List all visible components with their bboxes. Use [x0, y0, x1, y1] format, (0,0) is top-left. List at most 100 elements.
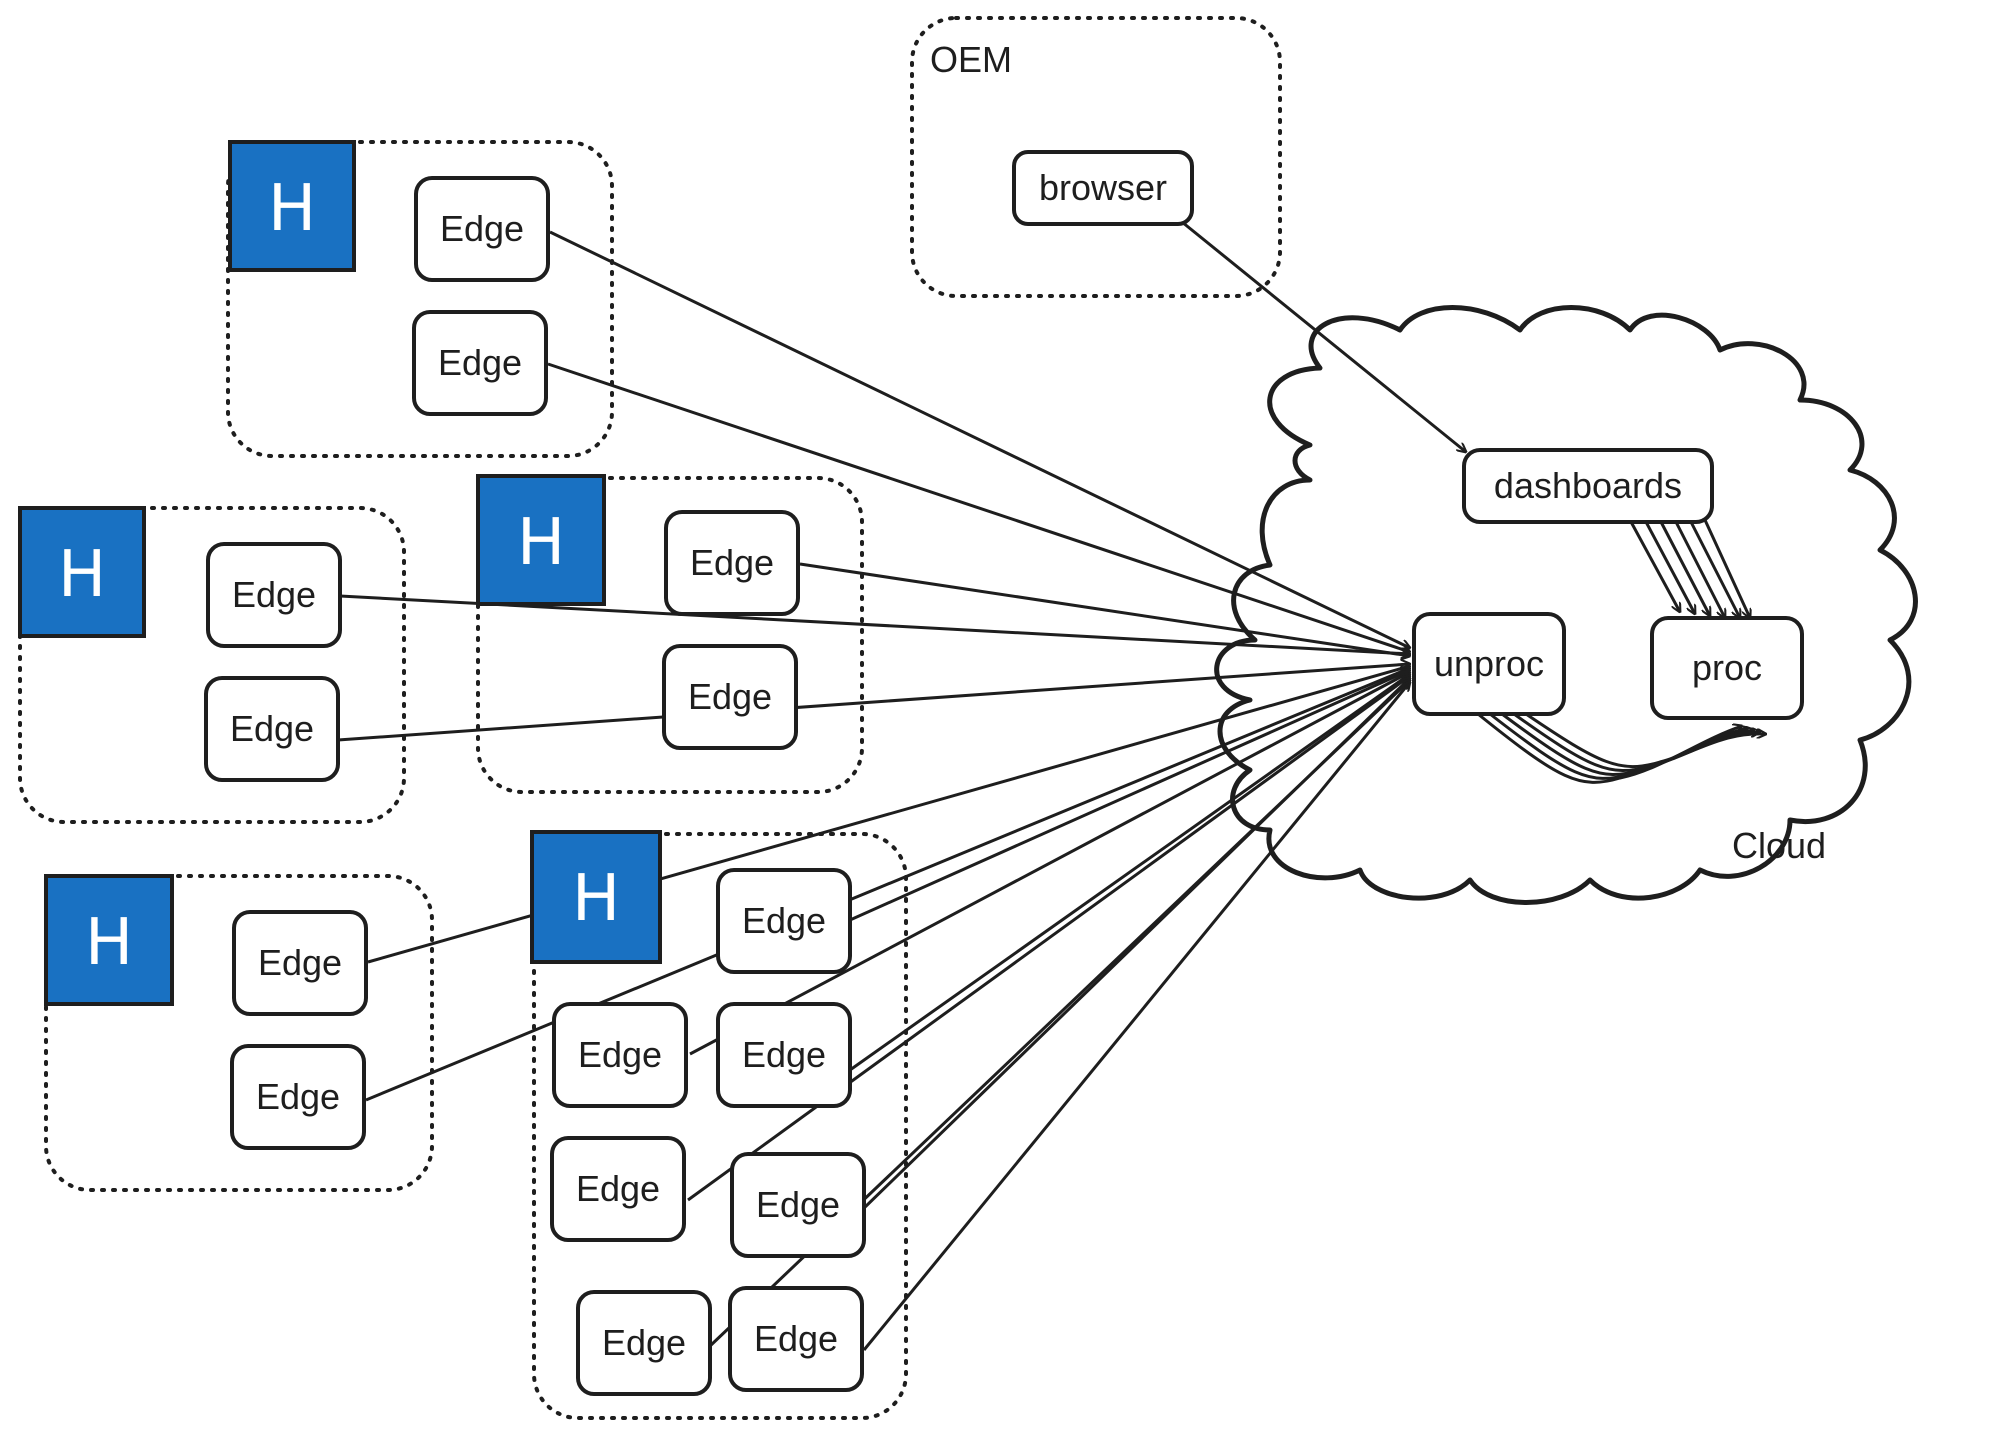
unproc-node[interactable]: unproc — [1412, 612, 1566, 716]
host-group-3: H Edge Edge — [476, 474, 800, 750]
host-marker-box — [44, 874, 174, 1006]
connection-line — [1525, 712, 1766, 769]
edge-node[interactable]: Edge — [716, 1002, 852, 1108]
host-marker-box — [476, 474, 606, 606]
cloud-shape — [1214, 305, 1918, 905]
edge-box — [664, 510, 800, 616]
connection-line — [849, 670, 1410, 922]
edge-label: Edge — [258, 942, 342, 983]
edge-label: Edge — [742, 1034, 826, 1075]
edge-label: Edge — [576, 1168, 660, 1209]
edge-label: Edge — [690, 542, 774, 583]
proc-label: proc — [1692, 647, 1762, 688]
unproc-to-proc-arrows — [1477, 712, 1766, 784]
host-group-5: H Edge Edge Edge Edge Edge Edge Edge — [530, 830, 866, 1396]
edge-box — [414, 176, 550, 282]
edge-box — [730, 1152, 866, 1258]
host-group-2: H Edge Edge — [18, 506, 342, 782]
proc-node[interactable]: proc — [1650, 616, 1804, 720]
edge-node[interactable]: Edge — [730, 1152, 866, 1258]
edge-label: Edge — [578, 1034, 662, 1075]
edge-node[interactable]: Edge — [728, 1286, 864, 1392]
cloud-label: Cloud — [1732, 825, 1826, 866]
edge-node[interactable]: Edge — [576, 1290, 712, 1396]
edge-label: Edge — [602, 1322, 686, 1363]
edge-box — [204, 676, 340, 782]
edge-box — [576, 1290, 712, 1396]
edge-node[interactable]: Edge — [664, 510, 800, 616]
browser-to-dashboards-arrow — [1181, 220, 1466, 452]
connection-line — [337, 664, 1410, 742]
browser-box — [1012, 150, 1194, 226]
edge-label: Edge — [232, 574, 316, 615]
edge-node[interactable]: Edge — [232, 910, 368, 1016]
edge-node[interactable]: Edge — [414, 176, 550, 282]
edge-node[interactable]: Edge — [550, 1136, 686, 1242]
connection-line — [689, 672, 1410, 1056]
edge-box — [716, 1002, 852, 1108]
edge-box — [230, 1044, 366, 1150]
browser-node[interactable]: browser — [1012, 150, 1194, 226]
connection-line — [365, 668, 1410, 1102]
host-group-5-border — [532, 832, 908, 1420]
edge-connections — [337, 230, 1410, 1351]
host-marker-label: H — [572, 862, 620, 936]
edge-box — [716, 868, 852, 974]
edge-label: Edge — [742, 900, 826, 941]
dashboards-box — [1462, 448, 1714, 524]
connection-line — [1643, 519, 1695, 614]
edge-node[interactable]: Edge — [230, 1044, 366, 1150]
unproc-label: unproc — [1434, 643, 1544, 684]
cloud-group: Cloud — [1214, 305, 1918, 905]
unproc-box — [1412, 612, 1566, 716]
dashboards-to-proc-arrows — [1628, 519, 1750, 618]
oem-group: OEM — [910, 16, 1282, 298]
oem-label: OEM — [930, 39, 1012, 80]
browser-label: browser — [1039, 167, 1167, 208]
edge-box — [232, 910, 368, 1016]
edge-node[interactable]: Edge — [552, 1002, 688, 1108]
dashboards-label: dashboards — [1494, 465, 1682, 506]
connection-line — [862, 682, 1410, 1351]
host-marker-label: H — [517, 506, 565, 580]
host-group-4: H Edge Edge — [44, 874, 368, 1150]
edge-label: Edge — [438, 342, 522, 383]
connection-line — [849, 674, 1410, 1072]
connection-line — [1688, 519, 1740, 618]
edge-node[interactable]: Edge — [412, 310, 548, 416]
edge-node[interactable]: Edge — [206, 542, 342, 648]
edge-box — [728, 1286, 864, 1392]
edge-label: Edge — [688, 676, 772, 717]
edge-label: Edge — [756, 1184, 840, 1225]
connection-line — [1628, 519, 1680, 612]
connection-line — [799, 562, 1410, 656]
edge-node[interactable]: Edge — [662, 644, 798, 750]
edge-box — [550, 1136, 686, 1242]
connection-line — [1673, 519, 1725, 618]
host-marker-box — [530, 830, 662, 964]
edge-label: Edge — [754, 1318, 838, 1359]
dashboards-node[interactable]: dashboards — [1462, 448, 1714, 524]
edge-label: Edge — [440, 208, 524, 249]
edge-label: Edge — [256, 1076, 340, 1117]
edge-label: Edge — [230, 708, 314, 749]
edge-box — [662, 644, 798, 750]
oem-group-border — [910, 16, 1282, 298]
connection-line — [549, 230, 1410, 648]
edge-box — [206, 542, 342, 648]
proc-box — [1650, 616, 1804, 720]
host-marker-label: H — [268, 172, 316, 246]
host-group-4-border — [44, 874, 434, 1192]
connection-line — [1703, 519, 1750, 618]
edge-box — [412, 310, 548, 416]
connection-line — [547, 362, 1410, 652]
edge-node[interactable]: Edge — [716, 868, 852, 974]
host-marker-label: H — [85, 906, 133, 980]
connection-line — [687, 676, 1410, 1202]
host-marker-box — [228, 140, 356, 272]
connection-line — [1658, 519, 1710, 616]
edge-node[interactable]: Edge — [204, 676, 340, 782]
host-marker-box — [18, 506, 146, 638]
host-group-1: H Edge Edge — [228, 140, 550, 416]
